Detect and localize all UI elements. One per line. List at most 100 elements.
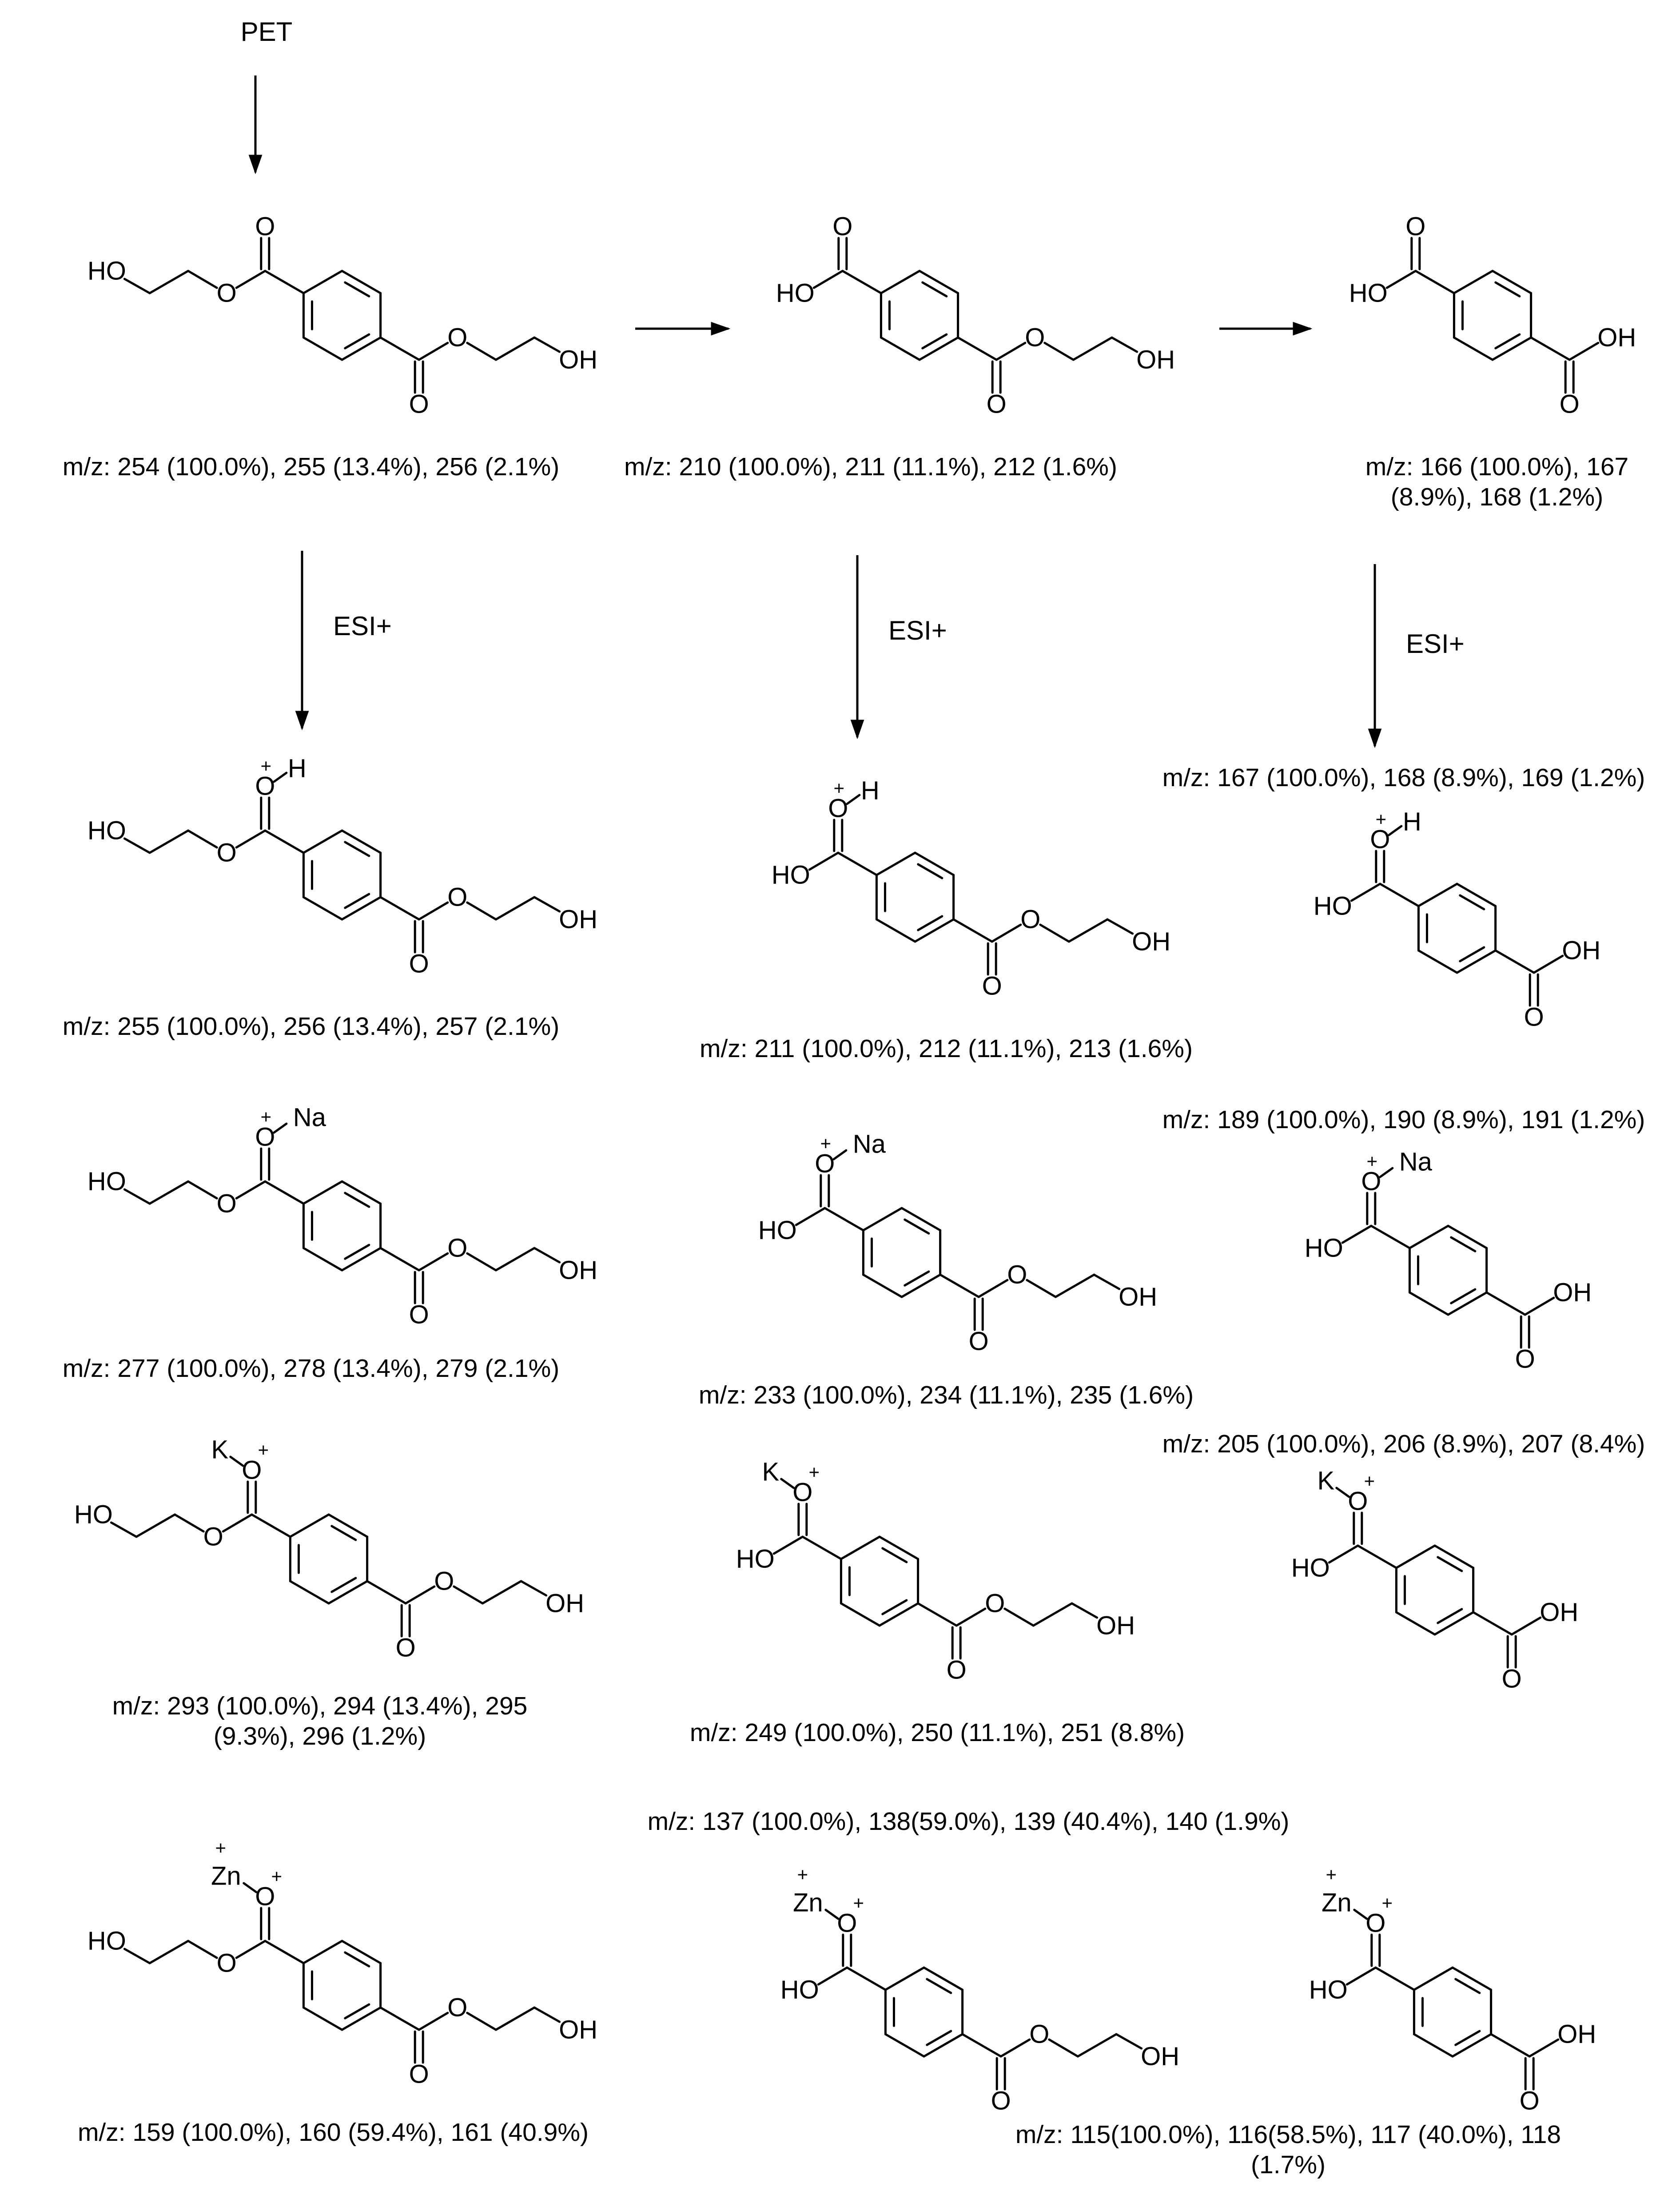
ring-double-bond — [1454, 2030, 1481, 2046]
bond — [418, 342, 449, 361]
carbonyl-oxygen: O — [255, 212, 275, 241]
mz-mhet-h: m/z: 211 (100.0%), 212 (11.1%), 213 (1.6… — [700, 1034, 1193, 1063]
bond — [379, 896, 420, 921]
bond — [1341, 1225, 1373, 1244]
bond — [222, 1513, 253, 1533]
bond — [812, 270, 844, 289]
carbonyl-oxygen: O — [1348, 1487, 1368, 1516]
bond — [1043, 342, 1075, 361]
hydroxyl-group: OH — [1119, 1283, 1157, 1312]
bond — [952, 918, 993, 943]
ring-bond — [1395, 1544, 1436, 1569]
bond — [1335, 1487, 1350, 1498]
bond — [520, 1580, 548, 1597]
ester-oxygen: O — [1007, 1261, 1027, 1289]
ring-bond — [341, 1247, 382, 1272]
ring-double-bond — [1437, 1556, 1463, 1572]
bond — [1524, 1296, 1555, 1316]
ring-double-bond — [344, 333, 370, 350]
carbonyl-oxygen: O — [255, 772, 275, 801]
ring-bond — [900, 1273, 942, 1298]
mz-bhet-zn: m/z: 159 (100.0%), 160 (59.4%), 161 (40.… — [78, 2118, 589, 2147]
mz-tpa-na: m/z: 189 (100.0%), 190 (8.9%), 191 (1.2%… — [1162, 1105, 1645, 1134]
mz-bhet-k-line-1: m/z: 293 (100.0%), 294 (13.4%), 295 — [112, 1692, 528, 1720]
proton: H — [1403, 807, 1421, 836]
acid-hydroxyl: OH — [1540, 1598, 1578, 1627]
bond — [1530, 336, 1571, 361]
hydroxyl-group: OH — [559, 1256, 597, 1285]
ring-bond — [1447, 1291, 1488, 1316]
bond — [174, 1513, 205, 1533]
ring-bond — [923, 2033, 964, 2058]
mz-mhet-na: m/z: 233 (100.0%), 234 (11.1%), 235 (1.6… — [699, 1381, 1194, 1409]
carbonyl-oxygen: O — [255, 1123, 275, 1152]
bond — [824, 1909, 840, 1920]
bond — [148, 1180, 190, 1205]
ring-double-bond — [344, 1192, 370, 1208]
ring-bond — [327, 1580, 369, 1605]
carbonyl-oxygen: O — [947, 1656, 967, 1685]
ring-bond — [914, 918, 955, 943]
carbonyl-oxygen: O — [987, 390, 1007, 419]
mz-mhet: m/z: 210 (100.0%), 211 (11.1%), 212 (1.6… — [624, 453, 1117, 481]
ring-bond — [302, 336, 343, 361]
bond — [1370, 1225, 1411, 1249]
carbonyl-oxygen: O — [242, 1456, 262, 1485]
acid-hydroxyl: HO — [758, 1216, 797, 1245]
ester-oxygen: O — [434, 1567, 454, 1596]
proton: H — [861, 776, 880, 805]
ring-double-bond — [917, 915, 944, 931]
acid-hydroxyl: HO — [776, 279, 815, 308]
bond — [1414, 270, 1455, 294]
bond — [1111, 336, 1139, 353]
hydroxyl-group: OH — [1141, 2042, 1179, 2071]
mz-bhet-k-line-2: (9.3%), 296 (1.2%) — [214, 1722, 426, 1750]
bond — [817, 1966, 848, 1986]
hydroxyl-group: HO — [88, 1167, 126, 1196]
potassium: K — [762, 1458, 779, 1487]
bond — [123, 1948, 151, 1964]
ring-bond — [1456, 949, 1497, 974]
acid-hydroxyl: HO — [780, 1976, 819, 2004]
bond — [235, 270, 267, 289]
ring-bond — [1433, 1544, 1475, 1569]
bond — [273, 1122, 288, 1134]
carbonyl-oxygen: O — [1405, 212, 1425, 241]
positive-charge: + — [1382, 1893, 1393, 1913]
ring-double-bond — [344, 893, 370, 909]
bond — [379, 2006, 420, 2031]
carbonyl-oxygen: O — [837, 1909, 857, 1938]
acid-hydroxyl: HO — [1314, 892, 1352, 921]
ring-double-bond — [1494, 333, 1521, 350]
proton: H — [288, 754, 307, 783]
ring-bond — [302, 1940, 343, 1964]
bond — [1388, 825, 1403, 836]
bond — [264, 1940, 305, 1964]
ring-bond — [1417, 949, 1458, 974]
hydroxyl-group: OH — [559, 2016, 597, 2044]
ring-double-bond — [926, 2030, 952, 2046]
carbonyl-oxygen: O — [1365, 1909, 1385, 1938]
hydroxyl-group: OH — [559, 905, 597, 934]
ring-bond — [302, 896, 343, 921]
bond — [366, 1580, 407, 1605]
acid-hydroxyl: HO — [736, 1545, 775, 1574]
ring-double-bond — [1459, 946, 1485, 962]
carbonyl-oxygen: O — [991, 2087, 1011, 2115]
bond — [939, 1273, 980, 1298]
ring-double-bond — [921, 281, 948, 298]
positive-charge: + — [809, 1462, 820, 1483]
carbonyl-oxygen: O — [409, 950, 429, 978]
ester-oxygen: O — [217, 1189, 237, 1218]
hydroxyl-group: HO — [88, 1927, 126, 1956]
ring-bond — [341, 270, 382, 294]
ring-bond — [1453, 270, 1494, 294]
bond — [264, 1180, 305, 1205]
acid-hydroxyl: OH — [1553, 1278, 1592, 1307]
ester-oxygen: O — [217, 839, 237, 867]
bond — [824, 1207, 864, 1232]
ring-double-bond — [921, 333, 948, 350]
ring-bond — [1433, 1611, 1475, 1636]
bond — [404, 1585, 436, 1605]
